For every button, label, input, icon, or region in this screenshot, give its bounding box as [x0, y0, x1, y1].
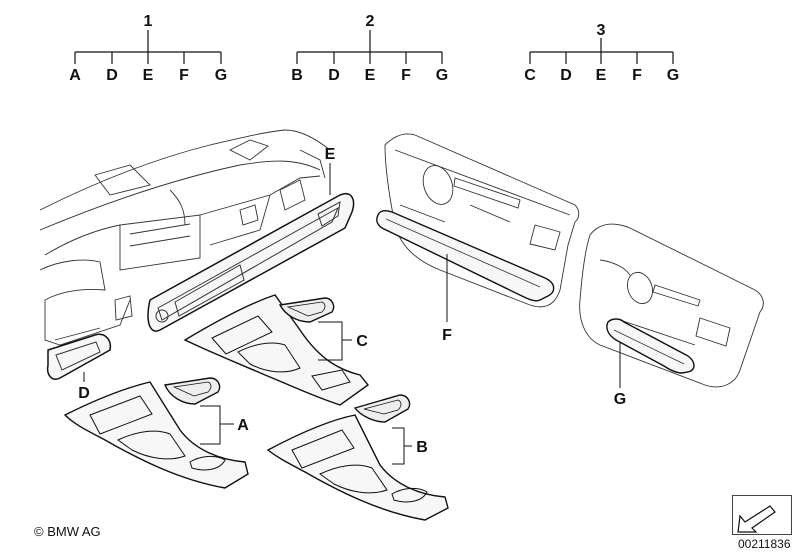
group-2-item: D	[328, 67, 340, 84]
door-trim-g	[606, 318, 695, 374]
dashboard-illustration	[39, 129, 331, 346]
callout-label-a: A	[237, 417, 249, 434]
group-1-item: E	[143, 67, 154, 84]
group-tree-1	[74, 30, 222, 64]
console-trim-b	[266, 394, 449, 521]
trim-strip-e	[147, 193, 355, 332]
document-number: 00211836	[738, 537, 791, 551]
group-1-item: G	[215, 67, 227, 84]
group-2-item: B	[291, 67, 303, 84]
door-trim-f	[376, 210, 555, 302]
callout-bracket-b	[392, 427, 405, 465]
group-1-number: 1	[144, 13, 153, 30]
group-2-item: F	[401, 67, 411, 84]
group-1-item: A	[69, 67, 81, 84]
callout-label-g: G	[614, 391, 626, 408]
group-tree-3	[529, 38, 674, 64]
callout-label-d: D	[78, 385, 90, 402]
group-1-item: D	[106, 67, 118, 84]
console-trim-a	[63, 377, 249, 489]
callout-label-b: B	[416, 439, 428, 456]
group-tree-2	[296, 30, 443, 64]
arrow-icon	[737, 505, 776, 533]
callout-bracket-a	[200, 405, 221, 445]
diagram-corner-box	[732, 495, 792, 535]
group-3-item: E	[596, 67, 607, 84]
trim-piece-d	[46, 333, 112, 380]
group-2-item: E	[365, 67, 376, 84]
copyright-text: © BMW AG	[34, 524, 101, 539]
callout-label-e: E	[325, 146, 336, 163]
group-3-item: C	[524, 67, 536, 84]
callout-label-f: F	[442, 327, 452, 344]
group-3-item: G	[667, 67, 679, 84]
callout-bracket-c	[318, 321, 343, 361]
group-3-item: F	[632, 67, 642, 84]
group-1-item: F	[179, 67, 189, 84]
callout-label-c: C	[356, 333, 368, 350]
group-3-number: 3	[597, 22, 606, 39]
group-3-item: D	[560, 67, 572, 84]
rear-door-panel	[579, 223, 764, 388]
group-2-item: G	[436, 67, 448, 84]
console-trim-c	[183, 294, 370, 406]
group-2-number: 2	[366, 13, 375, 30]
